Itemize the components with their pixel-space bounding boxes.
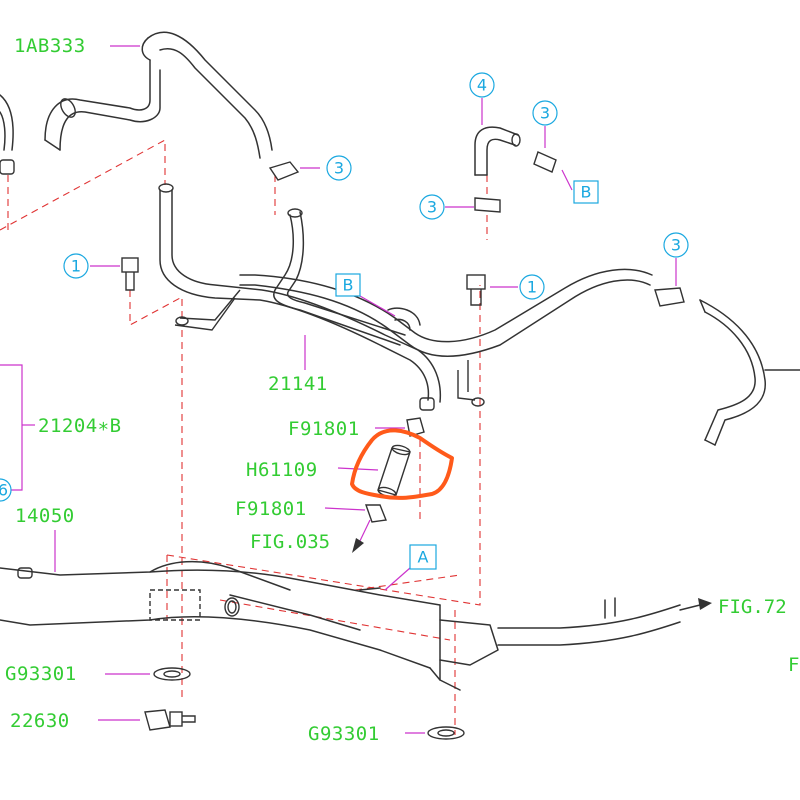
label-G93301-left: G93301 <box>5 663 77 685</box>
arrows <box>352 519 712 611</box>
label-fig035[interactable]: FIG.035 <box>250 531 330 553</box>
svg-text:3: 3 <box>671 236 681 255</box>
svg-text:B: B <box>343 276 354 295</box>
gaskets-sensor <box>144 667 465 740</box>
callout-6-partial: 6 <box>0 478 12 502</box>
svg-text:A: A <box>418 548 429 567</box>
svg-text:4: 4 <box>477 76 487 95</box>
label-21204B: 21204∗B <box>38 415 122 437</box>
label-H61109: H61109 <box>246 459 318 481</box>
lower-pipe-assembly <box>0 560 681 691</box>
callout-3-b: 3 <box>532 100 558 126</box>
label-F91801-bottom: F91801 <box>235 498 307 520</box>
svg-text:B: B <box>581 183 592 202</box>
ref-box-B-top[interactable]: B <box>573 180 599 204</box>
centerlines <box>0 139 488 735</box>
svg-text:3: 3 <box>540 104 550 123</box>
callout-1-left: 1 <box>63 253 89 279</box>
highlight-outline <box>350 428 454 500</box>
label-21141: 21141 <box>268 373 328 395</box>
callout-3-c: 3 <box>419 194 445 220</box>
label-1AB333: 1AB333 <box>14 35 86 57</box>
label-14050: 14050 <box>15 505 75 527</box>
svg-text:3: 3 <box>334 159 344 178</box>
svg-text:1: 1 <box>71 257 81 276</box>
label-F91801-top: F91801 <box>288 418 360 440</box>
bolts <box>121 257 486 306</box>
label-fig72[interactable]: FIG.72 <box>718 596 787 618</box>
hose-clamps <box>268 151 685 523</box>
svg-text:6: 6 <box>0 481 8 500</box>
label-edge-F: F <box>788 654 800 676</box>
callout-3-d: 3 <box>663 232 689 258</box>
callout-3-a: 3 <box>326 155 352 181</box>
callout-1-right: 1 <box>519 274 545 300</box>
callout-4: 4 <box>469 72 495 98</box>
ref-box-B-mid[interactable]: B <box>335 273 361 297</box>
h61109-hose <box>377 444 411 498</box>
ref-box-A[interactable]: A <box>409 544 437 570</box>
leader-lines <box>0 45 677 734</box>
upper-hoses <box>0 31 800 446</box>
label-G93301-right: G93301 <box>308 723 380 745</box>
svg-text:3: 3 <box>427 198 437 217</box>
label-22630: 22630 <box>10 710 70 732</box>
svg-text:1: 1 <box>527 278 537 297</box>
